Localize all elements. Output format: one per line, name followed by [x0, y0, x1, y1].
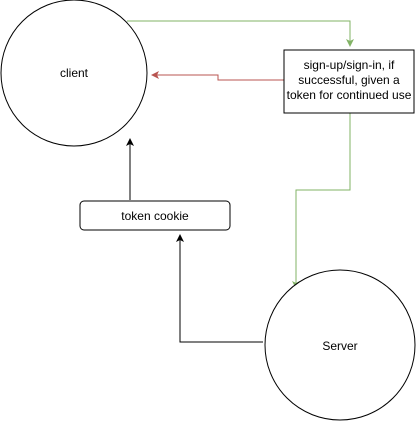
client-label: client [60, 66, 89, 80]
server-label: Server [322, 339, 357, 353]
server-node[interactable]: Server [264, 269, 416, 421]
edge-auth-to-client [151, 71, 284, 81]
token-cookie-node[interactable]: token cookie [79, 200, 231, 231]
edge-server-to-token-cookie [176, 234, 263, 343]
auth-step-line-1: sign-up/sign-in, if [304, 58, 395, 72]
edge-auth-to-server [292, 113, 351, 289]
auth-step-line-2: successful, given a [298, 73, 400, 87]
client-node[interactable]: client [0, 0, 148, 147]
token-cookie-label: token cookie [121, 209, 189, 223]
edge-client-to-auth [127, 20, 354, 47]
auth-step-line-3: token for continued use [287, 88, 412, 102]
auth-step-node[interactable]: sign-up/sign-in, if successful, given a … [283, 49, 415, 114]
